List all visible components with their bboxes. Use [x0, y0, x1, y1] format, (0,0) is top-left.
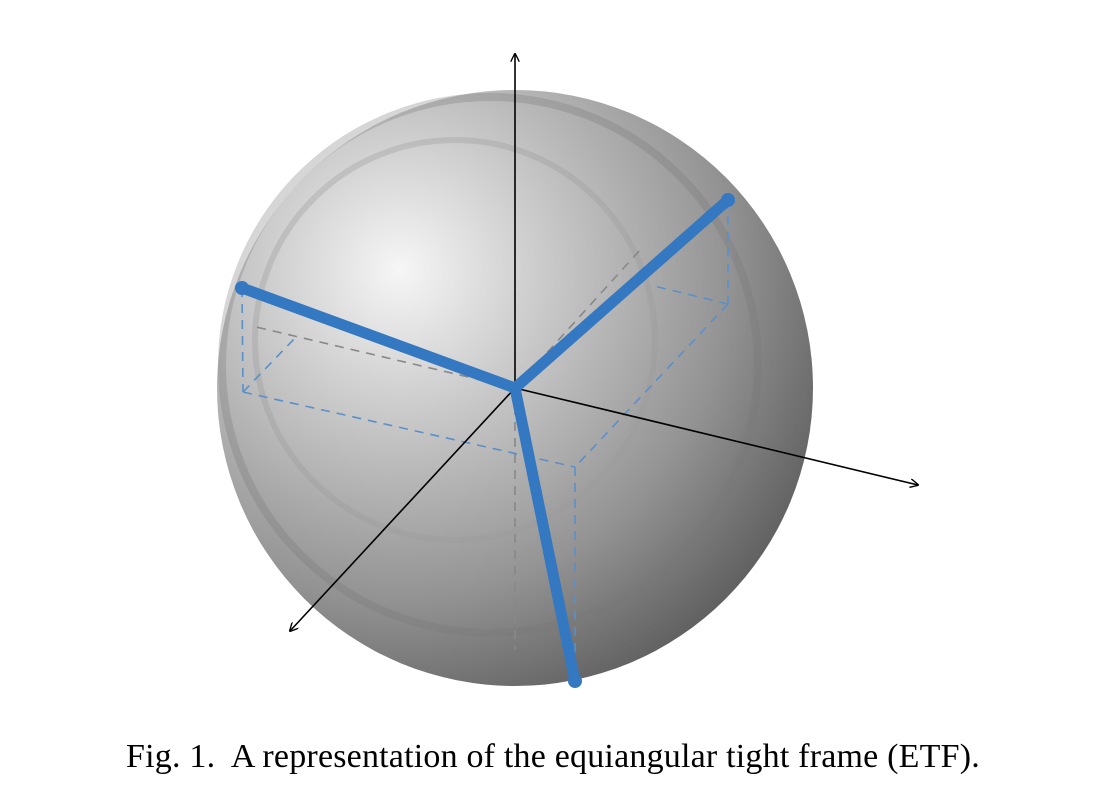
vector-1 — [236, 282, 521, 394]
proj-v2-b — [574, 303, 729, 468]
sphere-shading-ring-inner — [252, 137, 658, 543]
figure-caption: Fig. 1. A representation of the equiangu… — [126, 738, 980, 775]
vector-2 — [509, 194, 734, 394]
hidden-line-left — [251, 325, 516, 389]
vector-3-endpoint — [568, 674, 582, 688]
projection-lines — [241, 200, 729, 680]
axis-y — [290, 387, 516, 631]
proj-v2-a — [649, 284, 729, 305]
vector-3 — [509, 382, 581, 687]
hidden-lines — [251, 249, 641, 650]
sphere-shading-ring-outer — [218, 93, 762, 637]
axis-x — [514, 387, 918, 485]
etf-vectors — [235, 193, 735, 688]
vector-2-endpoint — [721, 193, 735, 207]
proj-v1-drop — [241, 287, 244, 393]
vector-1-endpoint — [235, 281, 249, 295]
proj-v1-b — [242, 391, 576, 468]
axes — [290, 54, 918, 631]
proj-v1-a — [242, 337, 296, 393]
